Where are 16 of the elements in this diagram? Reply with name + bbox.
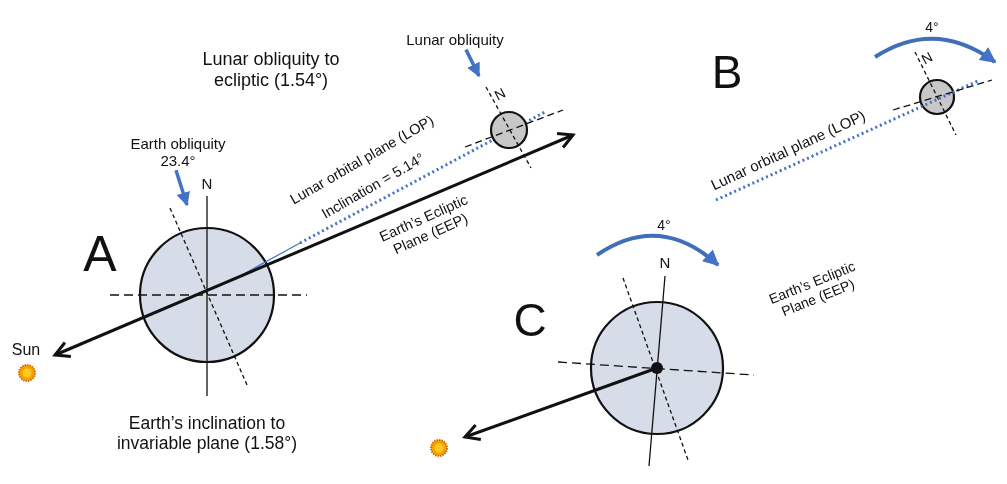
north-label: N bbox=[491, 84, 509, 104]
annotation-text: Earth’s inclination to invariable plane (1.58°) bbox=[115, 412, 299, 454]
panel-letter: A bbox=[83, 226, 117, 284]
annotation-text: Lunar obliquity to ecliptic (1.54°) bbox=[201, 49, 341, 91]
callout-text: Lunar obliquity bbox=[406, 31, 504, 49]
north-label: N bbox=[659, 254, 671, 272]
leader-arrow bbox=[174, 169, 190, 207]
north-label: N bbox=[201, 175, 213, 193]
angle-label: 4° bbox=[925, 18, 939, 36]
sun-label: Sun bbox=[11, 340, 41, 360]
leader-arrow bbox=[464, 48, 481, 78]
panel-letter: C bbox=[513, 293, 547, 347]
callout-text: Earth obliquity 23.4° bbox=[123, 134, 233, 170]
angle-label: 4° bbox=[657, 216, 671, 234]
panel-letter: B bbox=[711, 45, 743, 99]
north-label: N bbox=[918, 48, 936, 68]
